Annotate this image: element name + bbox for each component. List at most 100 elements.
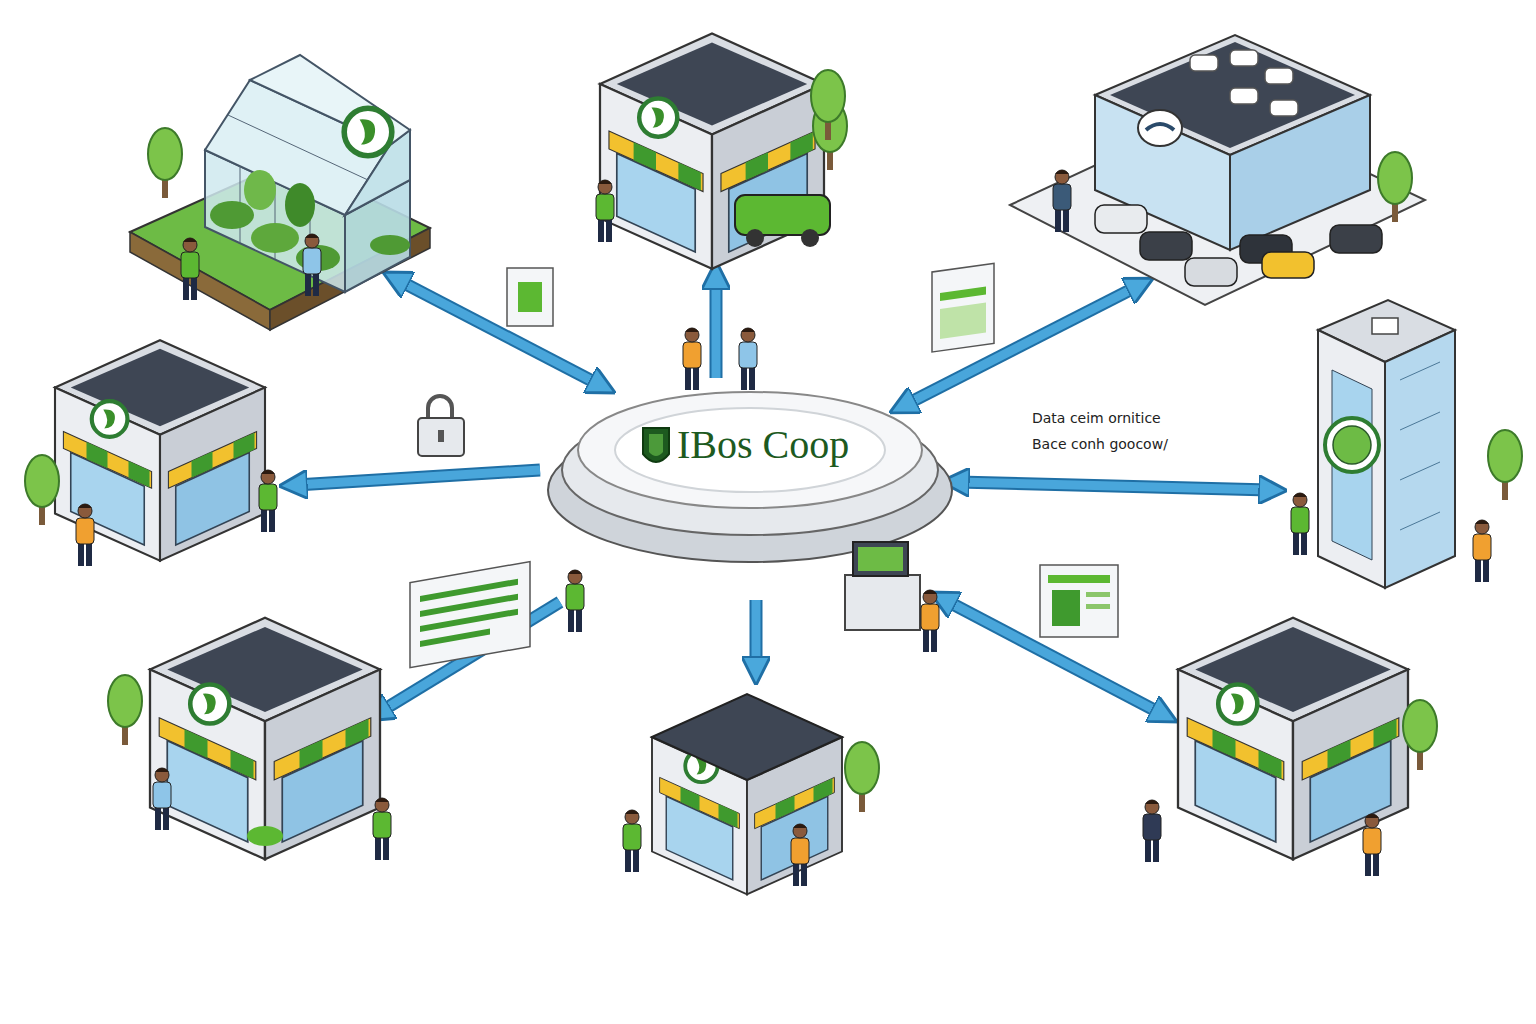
data-cards-part bbox=[420, 629, 490, 647]
flow-arrows-part bbox=[712, 278, 721, 378]
car-dealership-part-part bbox=[1270, 100, 1298, 116]
data-cards-part bbox=[1052, 590, 1080, 626]
people-part bbox=[1291, 493, 1309, 555]
greenhouse-part bbox=[251, 223, 299, 253]
people bbox=[76, 170, 1491, 886]
people-part bbox=[683, 328, 701, 390]
car-dealership bbox=[1010, 35, 1425, 305]
office-tower-part bbox=[1372, 318, 1398, 334]
car-dealership-part bbox=[1146, 124, 1174, 130]
greenhouse-part bbox=[244, 170, 276, 210]
flow-arrows-part bbox=[958, 482, 1270, 490]
trees-part bbox=[1378, 152, 1412, 222]
trees-part bbox=[845, 742, 879, 812]
trees-part bbox=[811, 70, 845, 140]
trees-part bbox=[108, 675, 142, 745]
car-dealership-part-part bbox=[1330, 225, 1382, 253]
trees-part bbox=[148, 128, 182, 198]
flow-arrows-part bbox=[958, 482, 1270, 490]
hub-platform bbox=[545, 370, 965, 570]
office-tower-part bbox=[1385, 330, 1455, 588]
data-note: Data ceim ornitice bbox=[1030, 410, 1163, 427]
people-part bbox=[1143, 800, 1161, 862]
padlock bbox=[418, 396, 464, 456]
car-dealership-part-part bbox=[1265, 68, 1293, 84]
people-part bbox=[153, 768, 171, 830]
greenhouse bbox=[130, 55, 430, 330]
flow-arrows-part bbox=[752, 600, 761, 668]
flow-arrows bbox=[296, 278, 1270, 714]
car-dealership-part bbox=[1095, 205, 1382, 286]
car-dealership-part-part bbox=[1230, 88, 1258, 104]
office-tower-part-part bbox=[1400, 512, 1440, 530]
shop-bottom-left-part bbox=[247, 826, 283, 846]
car-dealership-part-part bbox=[1140, 232, 1192, 260]
worker-figure bbox=[566, 570, 584, 632]
office-tower-part bbox=[1318, 330, 1385, 588]
shop-top-part bbox=[735, 195, 830, 235]
car-dealership-part bbox=[1190, 50, 1298, 116]
data-note: Bace conh goocow/ bbox=[1030, 436, 1170, 453]
terminal-desk bbox=[845, 575, 920, 630]
office-tower-part bbox=[1400, 362, 1440, 530]
flow-arrows-part bbox=[398, 280, 600, 385]
terminal-screen bbox=[853, 542, 908, 576]
hub-title: IBos Coop bbox=[677, 422, 849, 468]
greenhouse-part bbox=[370, 235, 410, 255]
people-part bbox=[259, 470, 277, 532]
shop-top-part bbox=[746, 229, 764, 247]
data-cards-part bbox=[420, 609, 518, 632]
data-cards-part bbox=[1086, 592, 1110, 597]
hub-node: IBos Coop bbox=[545, 370, 965, 570]
car-dealership-part-part bbox=[1230, 50, 1258, 66]
people-part bbox=[596, 180, 614, 242]
car-dealership-part-part bbox=[1185, 258, 1237, 286]
data-cards-part bbox=[507, 268, 553, 326]
people-part bbox=[303, 234, 321, 296]
people-part bbox=[1473, 520, 1491, 582]
office-tower-part-part bbox=[1400, 462, 1440, 480]
house-bottom-part bbox=[652, 695, 842, 895]
car-dealership-part-part bbox=[1262, 252, 1314, 278]
house-bottom bbox=[652, 694, 842, 894]
hub-disc bbox=[615, 408, 885, 492]
car-dealership-part-part bbox=[1095, 205, 1147, 233]
data-cards-part bbox=[932, 263, 994, 352]
car-dealership-part bbox=[1138, 110, 1182, 146]
data-cards bbox=[410, 263, 1118, 667]
padlock-part bbox=[438, 430, 444, 442]
data-cards-part bbox=[518, 282, 542, 312]
trees-part bbox=[1488, 430, 1522, 500]
people-part bbox=[791, 824, 809, 886]
office-tower-part bbox=[1333, 426, 1371, 464]
data-cards-part bbox=[1040, 565, 1118, 637]
trees-part bbox=[1403, 700, 1437, 770]
trees-part bbox=[25, 455, 59, 525]
greenhouse-part bbox=[344, 108, 392, 156]
data-cards-part bbox=[940, 302, 986, 338]
shop-bottom-left-part bbox=[150, 618, 380, 860]
people-part bbox=[373, 798, 391, 860]
hub-shield-inner bbox=[649, 434, 663, 456]
data-cards-part bbox=[940, 286, 986, 300]
trees bbox=[25, 70, 1522, 812]
shop-top-part bbox=[801, 229, 819, 247]
shop-bottom-left bbox=[150, 618, 380, 860]
office-tower-part-part bbox=[1400, 412, 1440, 430]
data-cards-part bbox=[1086, 604, 1110, 609]
flow-arrows-part bbox=[710, 278, 723, 378]
data-cards-part bbox=[1048, 575, 1110, 583]
people-part bbox=[739, 328, 757, 390]
people-part bbox=[1053, 170, 1071, 232]
padlock-part bbox=[418, 418, 464, 456]
flow-arrows-part bbox=[750, 600, 763, 668]
people-part bbox=[1363, 814, 1381, 876]
office-tower bbox=[1318, 300, 1455, 588]
people-part bbox=[623, 810, 641, 872]
office-tower-part bbox=[1325, 418, 1379, 472]
terminal-display bbox=[858, 547, 903, 571]
car-dealership-part-part bbox=[1190, 55, 1218, 71]
shop-top bbox=[600, 34, 830, 269]
people-part bbox=[181, 238, 199, 300]
greenhouse-part bbox=[210, 201, 254, 229]
